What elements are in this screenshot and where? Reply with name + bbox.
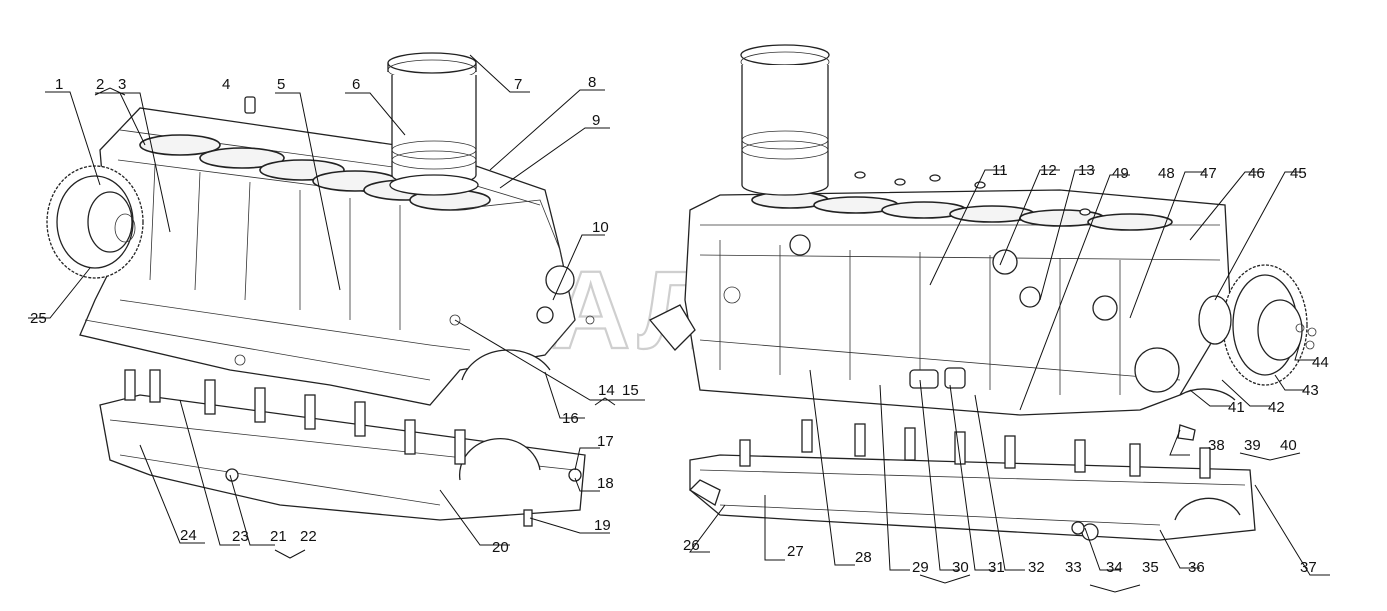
left-camshaft-gear xyxy=(46,165,144,279)
callout-28: 28 xyxy=(855,549,872,566)
callout-43: 43 xyxy=(1302,382,1319,399)
callout-1: 1 xyxy=(55,76,63,93)
callout-45: 45 xyxy=(1290,165,1307,182)
right-cylinder-liner xyxy=(740,44,830,196)
right-bearing-ladder-frame xyxy=(688,419,1256,541)
callout-25: 25 xyxy=(30,310,47,327)
callout-31: 31 xyxy=(988,559,1005,576)
callout-38: 38 xyxy=(1208,437,1225,454)
callout-23: 23 xyxy=(232,528,249,545)
callout-47: 47 xyxy=(1200,165,1217,182)
callout-19: 19 xyxy=(594,517,611,534)
dowel-pin-part xyxy=(244,96,256,114)
callout-2: 2 xyxy=(96,76,104,93)
callout-14: 14 xyxy=(598,382,615,399)
callout-33: 33 xyxy=(1065,559,1082,576)
callout-22: 22 xyxy=(300,528,317,545)
callout-34: 34 xyxy=(1106,559,1123,576)
callout-44: 44 xyxy=(1312,354,1329,371)
callout-48: 48 xyxy=(1158,165,1175,182)
callout-42: 42 xyxy=(1268,399,1285,416)
callout-37: 37 xyxy=(1300,559,1317,576)
callout-8: 8 xyxy=(588,74,596,91)
callout-39: 39 xyxy=(1244,437,1261,454)
right-camshaft-gear xyxy=(1198,264,1317,386)
callout-13: 13 xyxy=(1078,162,1095,179)
callout-16: 16 xyxy=(562,410,579,427)
callout-6: 6 xyxy=(352,76,360,93)
callout-36: 36 xyxy=(1188,559,1205,576)
callout-35: 35 xyxy=(1142,559,1159,576)
callout-49: 49 xyxy=(1112,165,1129,182)
callout-12: 12 xyxy=(1040,162,1057,179)
callout-3: 3 xyxy=(118,76,126,93)
callout-15: 15 xyxy=(622,382,639,399)
right-plugs xyxy=(854,171,1091,216)
callout-29: 29 xyxy=(912,559,929,576)
callout-32: 32 xyxy=(1028,559,1045,576)
leader-lines xyxy=(28,54,1330,593)
callout-18: 18 xyxy=(597,475,614,492)
callout-10: 10 xyxy=(592,219,609,236)
callout-21: 21 xyxy=(270,528,287,545)
callout-30: 30 xyxy=(952,559,969,576)
left-cylinder-block xyxy=(79,107,595,406)
right-cylinder-block xyxy=(648,189,1236,416)
left-bearing-ladder-frame xyxy=(99,369,586,527)
callout-4: 4 xyxy=(222,76,230,93)
left-cylinder-liner xyxy=(387,52,479,196)
callout-17: 17 xyxy=(597,433,614,450)
callout-labels: 1 2 3 4 5 6 7 8 9 10 14 15 16 17 18 19 2… xyxy=(30,74,1329,576)
callout-5: 5 xyxy=(277,76,285,93)
callout-40: 40 xyxy=(1280,437,1297,454)
callout-24: 24 xyxy=(180,527,197,544)
callout-20: 20 xyxy=(492,539,509,556)
callout-27: 27 xyxy=(787,543,804,560)
callout-9: 9 xyxy=(592,112,600,129)
callout-26: 26 xyxy=(683,537,700,554)
callout-7: 7 xyxy=(514,76,522,93)
callout-41: 41 xyxy=(1228,399,1245,416)
callout-46: 46 xyxy=(1248,165,1265,182)
callout-11: 11 xyxy=(992,162,1008,179)
